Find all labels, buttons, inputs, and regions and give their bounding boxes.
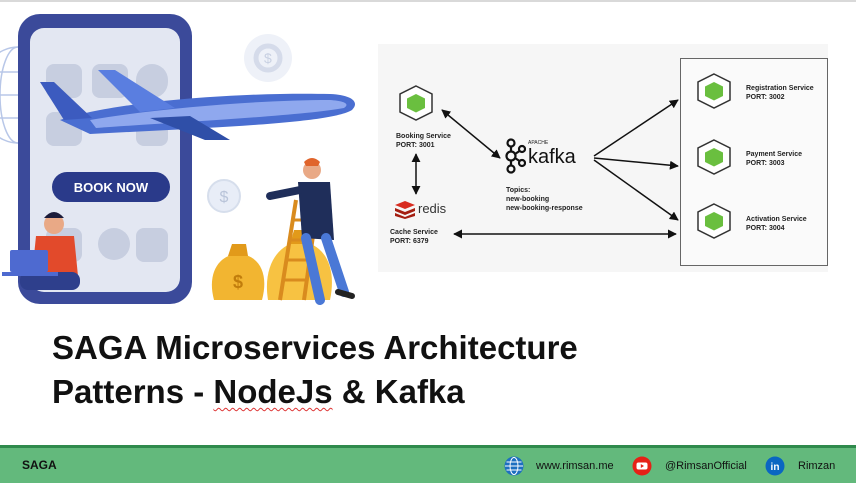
cache-service-label: Cache Service PORT: 6379 [390, 229, 438, 245]
spellcheck-underlined-word: NodeJs [213, 373, 333, 410]
footer-bar: SAGA www.rimsan.me @RimsanOfficial in Ri… [0, 445, 856, 483]
arrow-kafka-activation [593, 159, 679, 221]
architecture-diagram: Booking Service PORT: 3001 redis Cache S… [378, 44, 828, 272]
arrow-booking-kafka [441, 109, 501, 159]
svg-text:$: $ [220, 189, 229, 206]
kafka-logo-icon [505, 138, 526, 174]
youtube-icon [632, 456, 652, 476]
person-climbing [266, 158, 355, 305]
nodejs-cube-icon [697, 203, 731, 239]
arrow-kafka-payment [593, 157, 679, 170]
travel-booking-illustration: $ BOOK NOW [0, 14, 356, 305]
globe-icon [504, 456, 524, 476]
registration-service-label: Registration Service PORT: 3002 [746, 85, 814, 101]
youtube-link[interactable]: @RimsanOfficial [665, 460, 747, 472]
title-line-2: Patterns - NodeJs & Kafka [52, 373, 465, 410]
kafka-logo-text: kafka [528, 146, 576, 168]
nodejs-cube-icon [399, 85, 433, 121]
booking-service-label: Booking Service PORT: 3001 [396, 133, 451, 149]
diagram-arrows [411, 99, 679, 239]
footer-brand: SAGA [22, 458, 57, 472]
website-link[interactable]: www.rimsan.me [536, 460, 614, 472]
kafka-topics: Topics: new-booking new-booking-response [506, 187, 583, 212]
arrow-kafka-registration [593, 99, 679, 157]
book-now-button: BOOK NOW [74, 180, 149, 195]
payment-service-label: Payment Service PORT: 3003 [746, 151, 803, 167]
gear-icon: $ [244, 34, 292, 82]
redis-logo-text: redis [418, 201, 447, 216]
person-with-laptop [2, 212, 80, 290]
linkedin-icon: in [765, 456, 785, 476]
title-line-1: SAGA Microservices Architecture [52, 329, 578, 366]
kafka-apache-text: APACHE [528, 140, 549, 146]
page-title: SAGA Microservices Architecture Patterns… [52, 326, 578, 414]
dollar-coin-icon: $ [207, 179, 241, 213]
redis-logo-icon [395, 201, 415, 219]
svg-text:$: $ [264, 50, 272, 66]
top-border [0, 0, 856, 2]
activation-service-label: Activation Service PORT: 3004 [746, 216, 807, 232]
svg-text:$: $ [233, 272, 243, 292]
airplane-icon [40, 70, 356, 140]
nodejs-cube-icon [697, 139, 731, 175]
svg-text:in: in [771, 462, 780, 473]
nodejs-cube-icon [697, 73, 731, 109]
linkedin-link[interactable]: Rimzan [798, 460, 836, 472]
